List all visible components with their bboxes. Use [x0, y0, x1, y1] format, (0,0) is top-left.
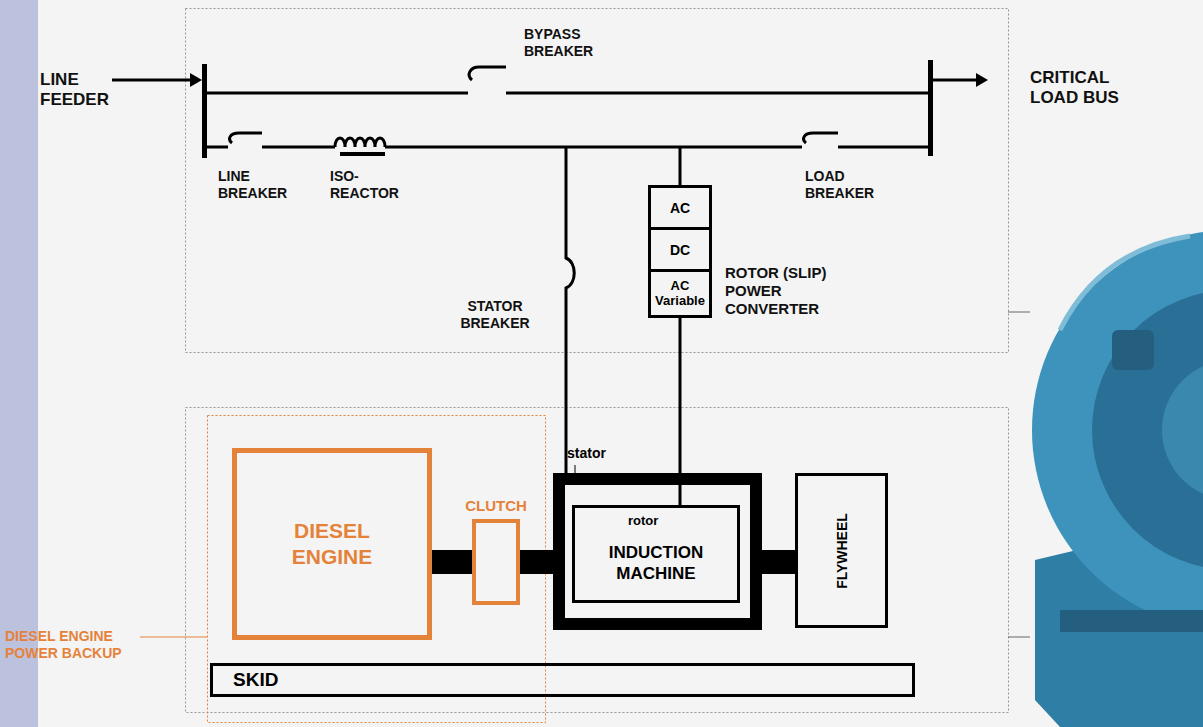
breaker-symbol: [804, 133, 838, 143]
breaker-symbol: [230, 133, 262, 143]
side-strip: [0, 0, 38, 727]
shaft: [520, 550, 553, 574]
cell-text: AC: [670, 200, 690, 216]
machine-name: INDUCTION MACHINE: [596, 542, 716, 585]
machine-hub: [1162, 360, 1203, 500]
flywheel-name: FLYWHEEL: [834, 513, 850, 589]
machine-frame: [186, 408, 1009, 713]
shaft: [432, 550, 472, 574]
bus-wire: [506, 92, 928, 95]
clutch-box: CLUTCH: [472, 519, 520, 605]
machine-housing-inner: [1092, 290, 1203, 570]
load-arrow: [933, 79, 978, 82]
converter-cell: AC: [651, 188, 709, 230]
feeder-label: LINE FEEDER: [40, 70, 120, 111]
machine-photo: [1032, 230, 1203, 727]
skid-name: SKID: [233, 669, 278, 691]
converter-heading: ROTOR (SLIP) POWER CONVERTER: [725, 264, 837, 318]
shaft: [762, 550, 795, 574]
clutch-name: CLUTCH: [465, 497, 527, 514]
bus-wire: [385, 146, 802, 149]
breaker-symbol: [469, 67, 506, 80]
bus-wire: [207, 92, 468, 95]
bus-wire: [838, 146, 928, 149]
arrow-head: [190, 73, 202, 87]
reactor-core: [340, 152, 385, 156]
frame-tick: [1008, 637, 1030, 638]
rotor-name: rotor: [628, 513, 658, 528]
bus-bar: [928, 60, 933, 156]
stator-wire: [566, 147, 574, 473]
bus-label: CRITICAL LOAD BUS: [1030, 68, 1125, 109]
flywheel-box: FLYWHEEL: [795, 473, 888, 628]
backup-outline: [208, 416, 546, 723]
breaker-label: STATOR BREAKER: [450, 298, 540, 332]
cell-text: DC: [670, 242, 690, 258]
machine-highlight: [1060, 236, 1190, 330]
feeder-arrow: [112, 79, 192, 82]
engine-name: DIESEL ENGINE: [277, 518, 387, 571]
reactor-label: ISO- REACTOR: [330, 168, 405, 202]
breaker-label: LOAD BREAKER: [805, 168, 885, 202]
converter-box: ROTOR (SLIP) POWER CONVERTERACDCAC Varia…: [648, 185, 712, 318]
bus-bar: [202, 64, 207, 158]
skid-box: SKID: [210, 663, 915, 697]
frame-tick: [1008, 312, 1030, 313]
converter-cell: DC: [651, 230, 709, 272]
converter-cell: AC Variable: [651, 272, 709, 315]
machine-housing: [1032, 230, 1203, 630]
bus-wire: [207, 146, 228, 149]
rotor-box: rotorINDUCTION MACHINE: [572, 505, 740, 603]
bus-wire: [262, 146, 335, 149]
machine-foot: [1060, 610, 1203, 632]
machine-motor: [1112, 330, 1154, 370]
leader-line: [575, 465, 576, 473]
breaker-label: LINE BREAKER: [218, 168, 298, 202]
converter-wire: [679, 147, 682, 185]
stator-name: stator: [567, 445, 606, 461]
breaker-label: BYPASS BREAKER: [524, 26, 614, 60]
engine-box: DIESEL ENGINE: [232, 448, 432, 640]
backup-label: DIESEL ENGINE POWER BACKUP: [5, 628, 135, 662]
leader-line: [140, 637, 207, 638]
cell-text: AC Variable: [651, 279, 709, 308]
arrow-head: [976, 73, 988, 87]
switchgear-frame: [186, 9, 1009, 353]
stator-box: statorrotorINDUCTION MACHINE: [553, 473, 762, 630]
reactor-coil: [335, 138, 385, 147]
